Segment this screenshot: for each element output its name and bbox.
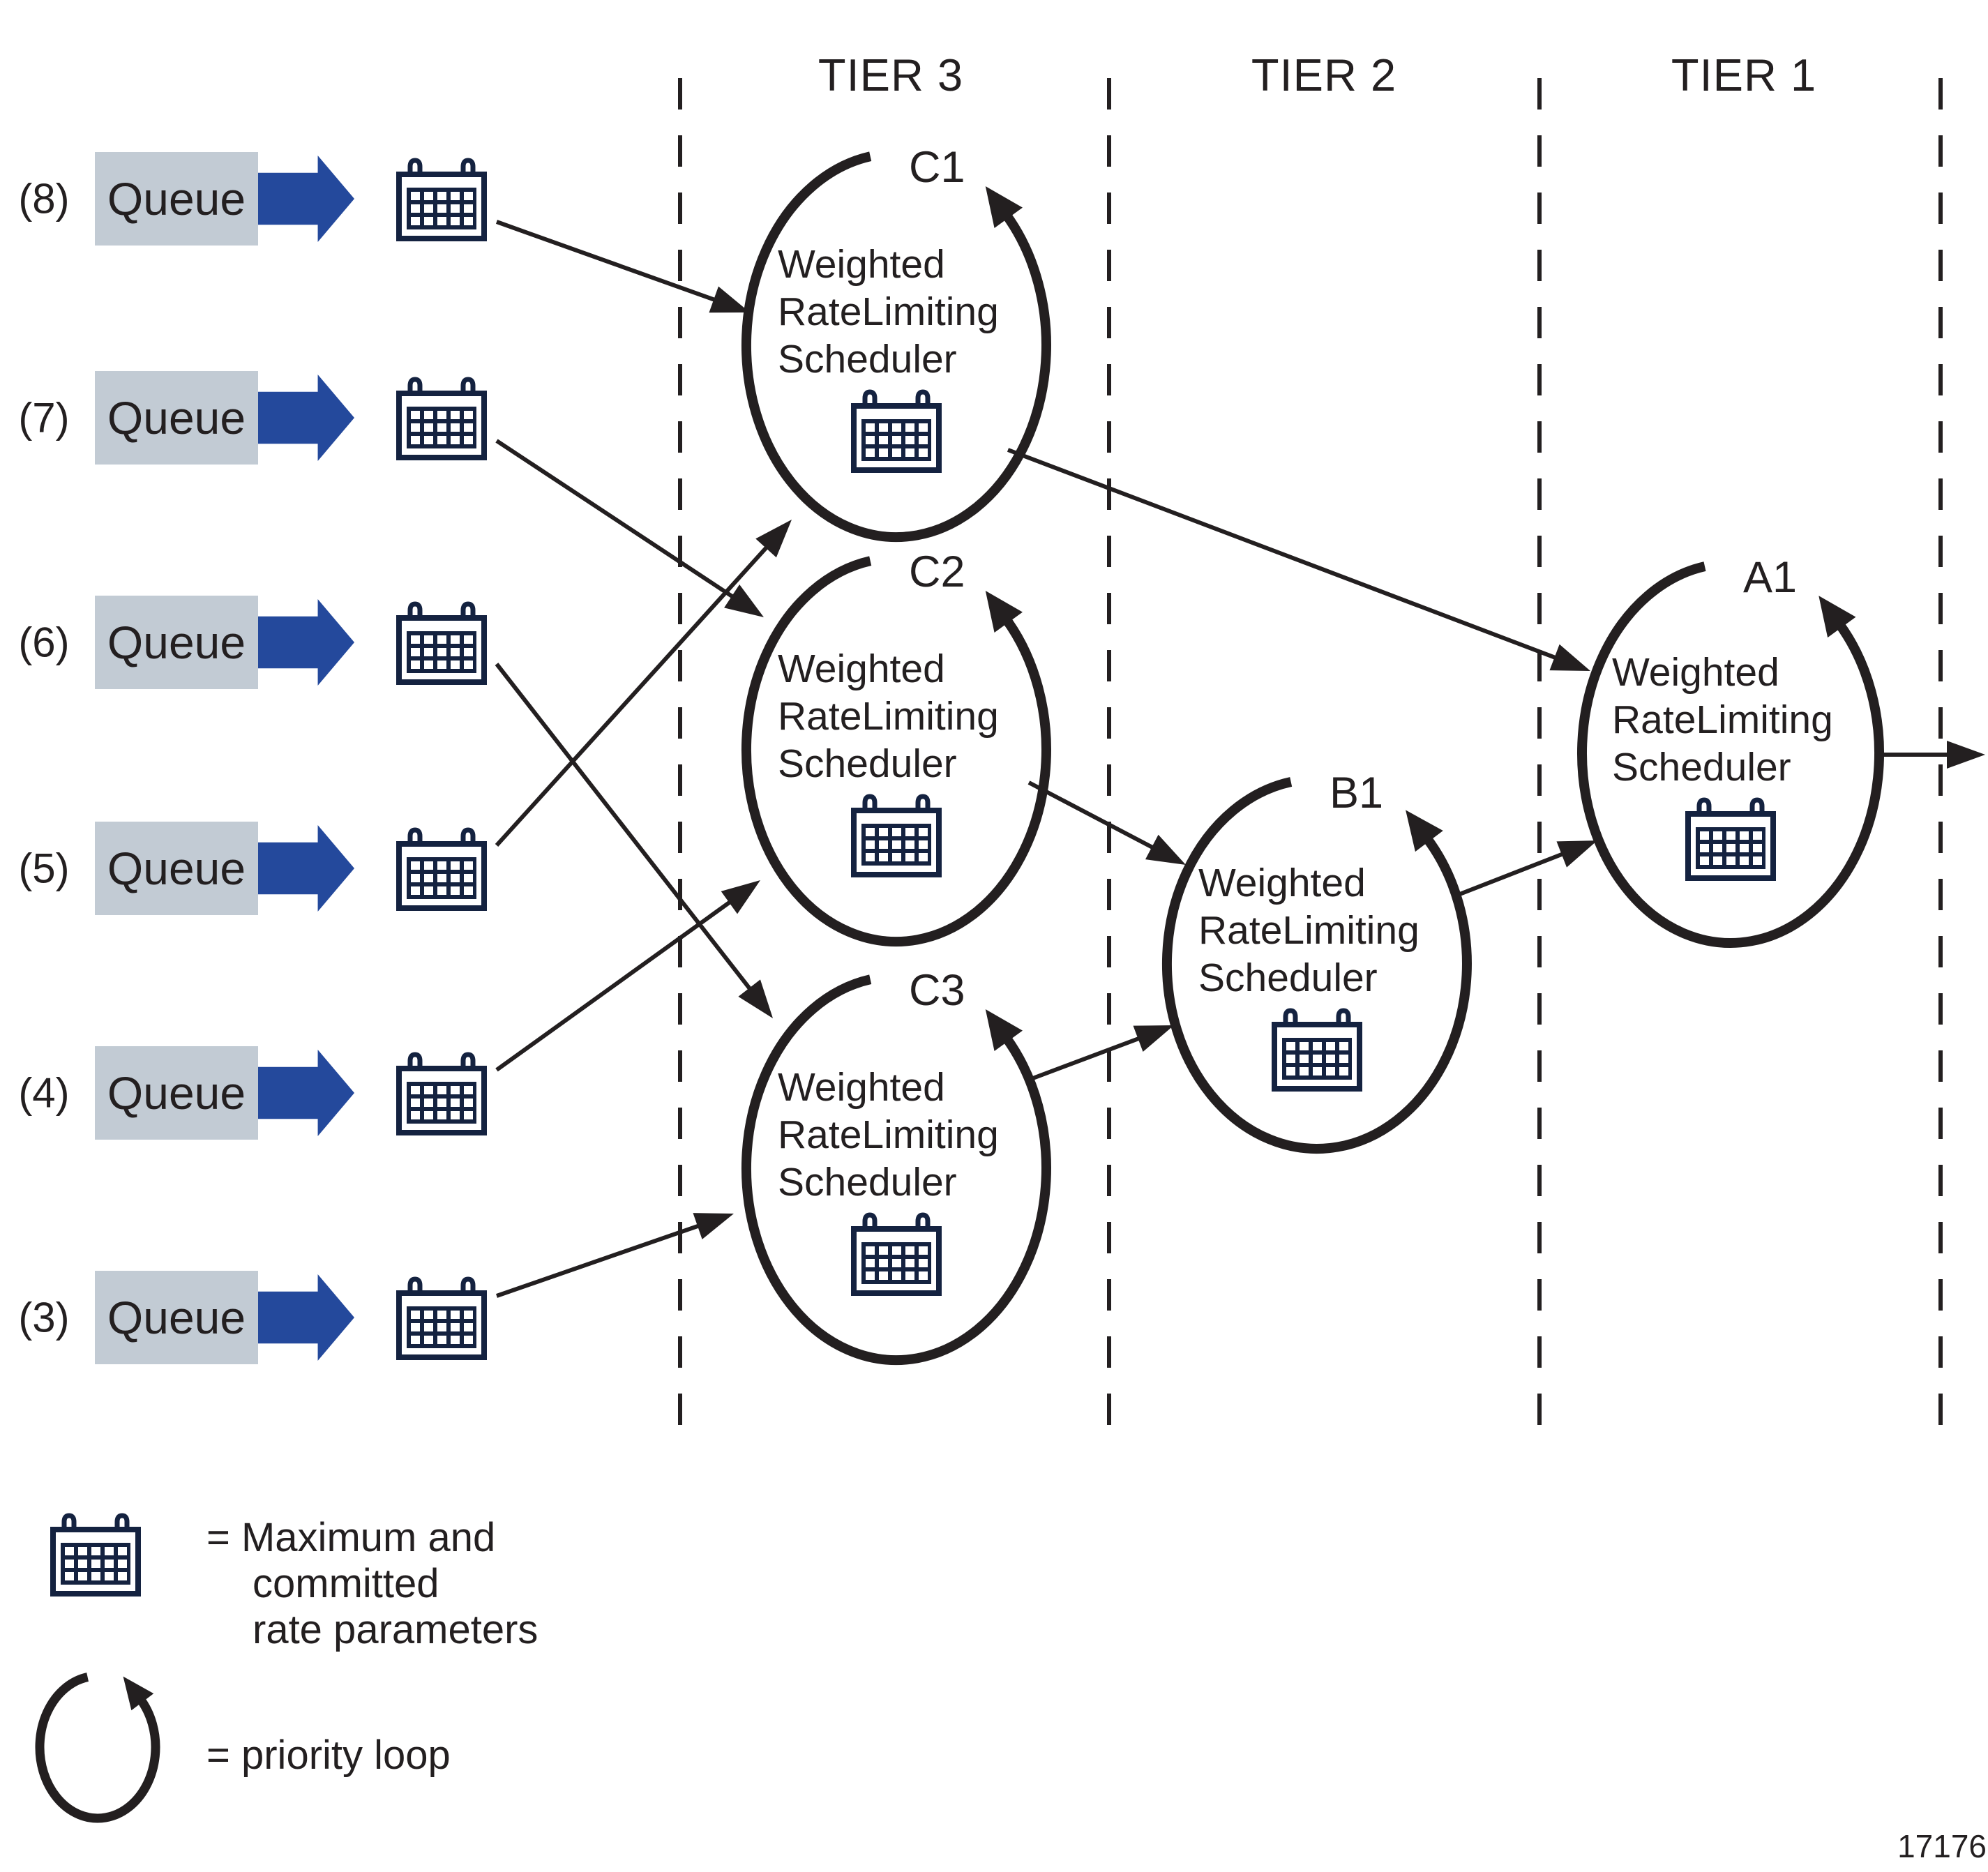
scheduler-c1-text: Weighted RateLimiting Scheduler bbox=[778, 241, 1043, 383]
queue-box: Queue bbox=[95, 152, 258, 246]
rate-params-icon bbox=[1274, 1011, 1360, 1089]
scheduler-b1-label: B1 bbox=[1330, 769, 1384, 817]
arrow-c1-to-a1 bbox=[1007, 448, 1590, 671]
arrow-queue-5-to-c1 bbox=[495, 520, 792, 847]
scheduler-text-line: RateLimiting bbox=[778, 694, 999, 739]
queue-number-label: (5) bbox=[18, 845, 70, 892]
queue-row-6: (6) Queue bbox=[0, 594, 502, 691]
queue-number-label: (4) bbox=[18, 1069, 70, 1117]
queue-box: Queue bbox=[95, 371, 258, 465]
queue-output-arrow-icon bbox=[258, 375, 354, 461]
legend-rate-params-text: = Maximum and committed rate parameters bbox=[206, 1515, 538, 1653]
scheduler-a1-label: A1 bbox=[1743, 553, 1798, 602]
arrow-queue-7-to-c2 bbox=[495, 439, 764, 617]
priority-loops bbox=[35, 151, 1884, 1823]
rate-params-icon bbox=[1688, 800, 1773, 878]
arrow-queue-8-to-c1 bbox=[495, 220, 750, 313]
scheduler-text-line: Scheduler bbox=[778, 741, 957, 786]
scheduler-text-line: Weighted bbox=[778, 242, 945, 287]
legend-line: committed bbox=[253, 1561, 439, 1606]
rate-params-icon bbox=[854, 797, 939, 875]
queue-box: Queue bbox=[95, 1046, 258, 1140]
arrow-c3-to-b1 bbox=[1024, 1025, 1174, 1083]
tier-3-label: TIER 3 bbox=[818, 50, 964, 100]
priority-loop-c3 bbox=[741, 974, 1051, 1365]
scheduler-a1-text: Weighted RateLimiting Scheduler bbox=[1612, 649, 1877, 791]
queue-box: Queue bbox=[95, 1271, 258, 1364]
queue-row-3: (3) Queue bbox=[0, 1269, 502, 1366]
queue-number-label: (3) bbox=[18, 1294, 70, 1341]
scheduler-text-line: Scheduler bbox=[1612, 745, 1791, 790]
priority-loop-a1 bbox=[1577, 561, 1884, 948]
scheduler-c3-label: C3 bbox=[909, 966, 965, 1015]
queue-output-arrow-icon bbox=[258, 599, 354, 686]
queue-row-5: (5) Queue bbox=[0, 820, 502, 917]
scheduler-text-line: RateLimiting bbox=[1612, 697, 1833, 742]
queue-row-4: (4) Queue bbox=[0, 1044, 502, 1142]
scheduler-text-line: Scheduler bbox=[778, 337, 957, 382]
scheduler-text-line: Scheduler bbox=[778, 1160, 957, 1205]
scheduler-text-line: RateLimiting bbox=[778, 1112, 999, 1157]
scheduler-c2-label: C2 bbox=[909, 548, 965, 596]
figure-number: 17176 bbox=[1897, 1828, 1987, 1864]
scheduler-text-line: Weighted bbox=[1612, 650, 1779, 695]
tier-2-label: TIER 2 bbox=[1251, 50, 1397, 100]
queue-output-arrow-icon bbox=[258, 156, 354, 242]
legend-rate-params-icon bbox=[53, 1516, 138, 1594]
queue-number-label: (8) bbox=[18, 175, 70, 222]
connection-arrows bbox=[495, 220, 1985, 1298]
priority-loop-c1 bbox=[741, 151, 1051, 542]
queue-output-arrow-icon bbox=[258, 825, 354, 912]
queue-box: Queue bbox=[95, 596, 258, 689]
priority-loop-c2 bbox=[741, 556, 1051, 946]
legend-priority-loop-text: = priority loop bbox=[206, 1733, 451, 1778]
arrow-queue-6-to-c3 bbox=[495, 663, 773, 1018]
scheduler-c1-label: C1 bbox=[909, 143, 965, 192]
scheduler-text-line: Weighted bbox=[778, 1065, 945, 1110]
queue-output-arrow-icon bbox=[258, 1050, 354, 1136]
scheduler-b1-text: Weighted RateLimiting Scheduler bbox=[1198, 859, 1463, 1002]
arrow-b1-to-a1 bbox=[1453, 840, 1597, 898]
scheduler-c3-text: Weighted RateLimiting Scheduler bbox=[778, 1064, 1043, 1206]
legend-line: rate parameters bbox=[253, 1607, 539, 1652]
queue-box: Queue bbox=[95, 822, 258, 915]
rate-params-icon bbox=[854, 392, 939, 470]
queue-row-8: (8) Queue bbox=[0, 150, 502, 248]
priority-loop-b1 bbox=[1161, 777, 1472, 1154]
scheduler-text-line: Weighted bbox=[1198, 861, 1366, 905]
arrow-a1-output bbox=[1876, 741, 1985, 769]
arrow-queue-3-to-c3 bbox=[496, 1213, 734, 1298]
queue-row-7: (7) Queue bbox=[0, 369, 502, 467]
legend-priority-loop-icon bbox=[35, 1673, 160, 1823]
scheduler-text-line: RateLimiting bbox=[778, 289, 999, 334]
queue-number-label: (6) bbox=[18, 619, 70, 666]
legend-line: = Maximum and bbox=[206, 1515, 496, 1560]
tier-1-label: TIER 1 bbox=[1671, 50, 1817, 100]
queue-number-label: (7) bbox=[18, 394, 70, 441]
rate-params-icon bbox=[854, 1215, 939, 1293]
arrow-c2-to-b1 bbox=[1027, 780, 1186, 865]
scheduler-text-line: RateLimiting bbox=[1198, 908, 1420, 953]
scheduler-c2-text: Weighted RateLimiting Scheduler bbox=[778, 645, 1043, 787]
queue-output-arrow-icon bbox=[258, 1274, 354, 1361]
scheduler-text-line: Weighted bbox=[778, 647, 945, 691]
scheduler-text-line: Scheduler bbox=[1198, 956, 1378, 1000]
arrow-queue-4-to-c2 bbox=[495, 880, 760, 1072]
